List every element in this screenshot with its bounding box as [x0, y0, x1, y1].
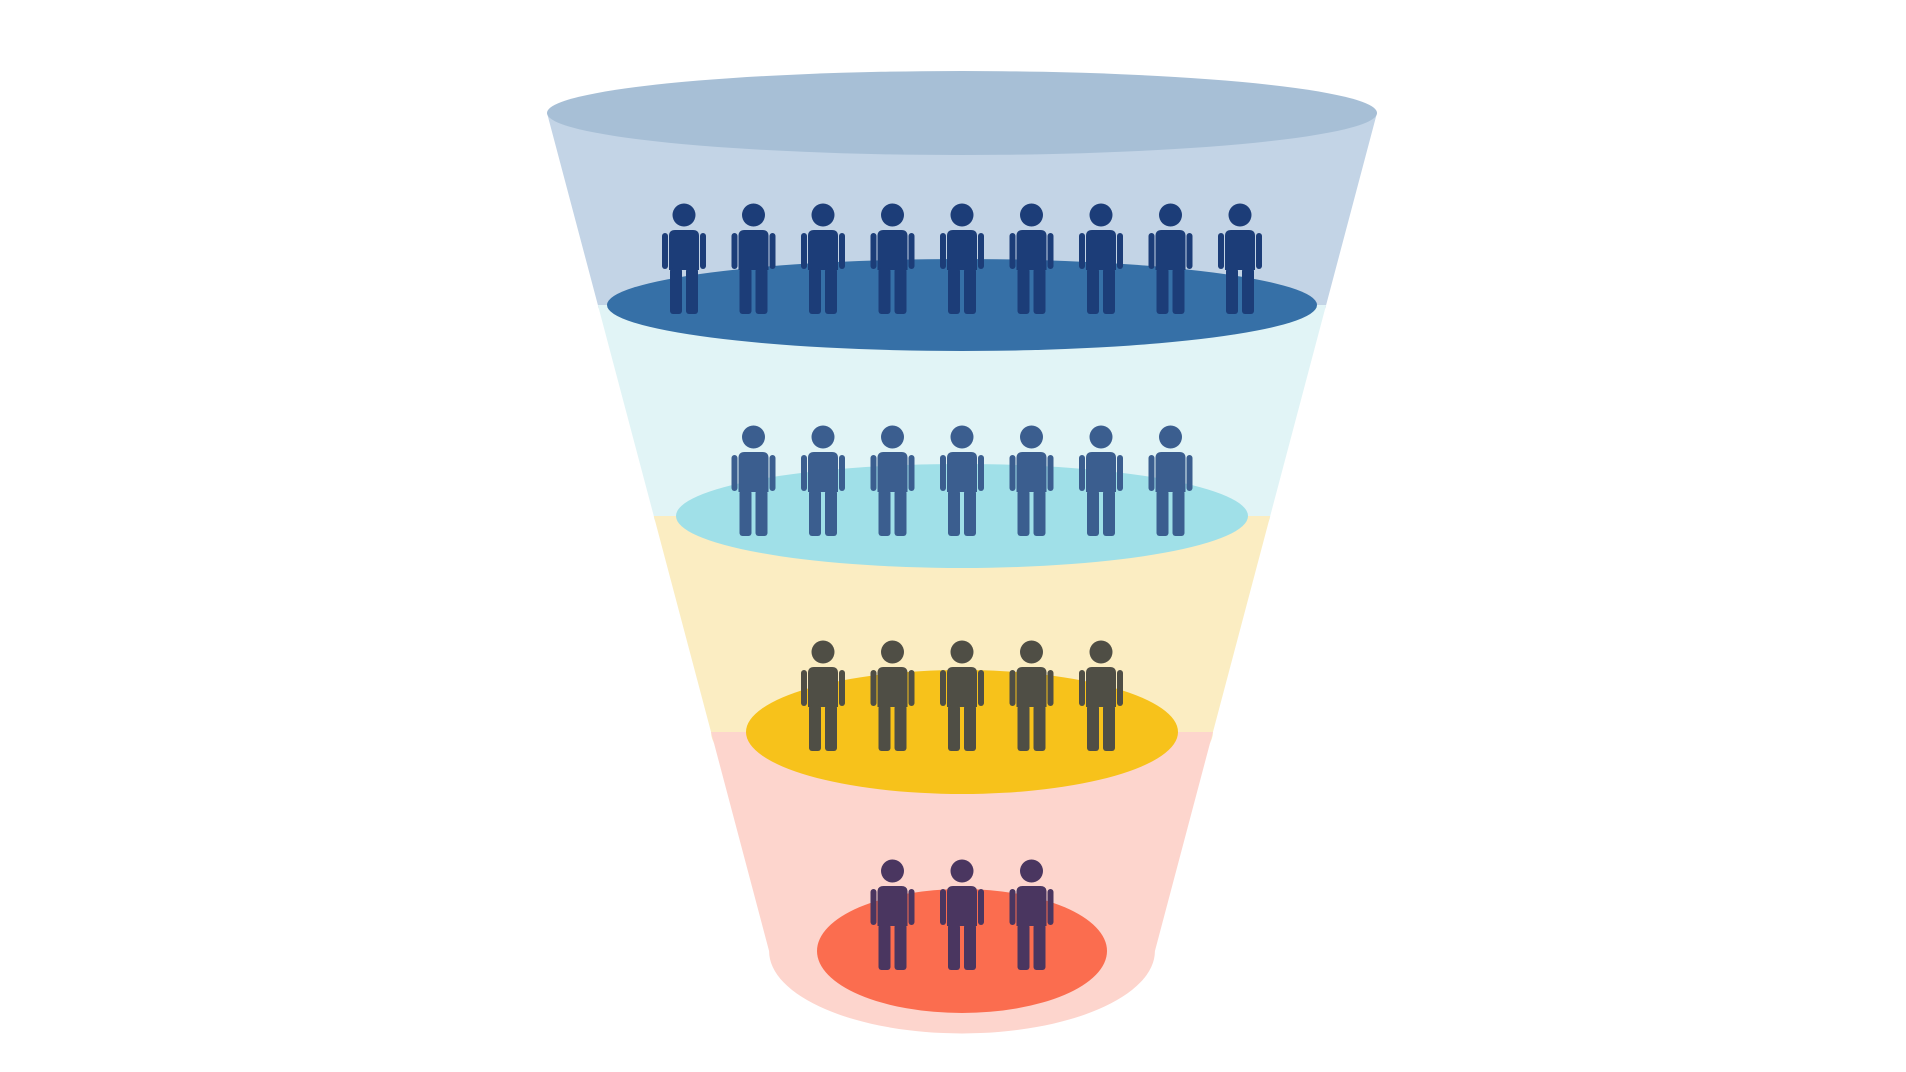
person-icon: [801, 640, 845, 751]
person-icon: [1148, 203, 1193, 314]
person-icon: [731, 425, 776, 536]
person-icon: [1079, 640, 1123, 751]
person-icon: [940, 203, 984, 314]
person-icon: [940, 859, 984, 970]
person-icon: [1079, 203, 1123, 314]
person-icon: [1148, 425, 1193, 536]
person-icon: [731, 203, 776, 314]
people-row-stage-2: [731, 425, 1193, 536]
person-icon: [870, 859, 915, 970]
person-icon: [1009, 425, 1054, 536]
funnel-rim: [547, 71, 1377, 155]
person-icon: [662, 203, 706, 314]
person-icon: [940, 640, 984, 751]
people-row-stage-4: [870, 859, 1054, 970]
person-icon: [801, 425, 845, 536]
stage-disc-3: [746, 670, 1178, 794]
funnel-top-rim: [547, 71, 1377, 155]
person-icon: [870, 640, 915, 751]
person-icon: [1218, 203, 1262, 314]
stage-disc-1: [607, 259, 1317, 351]
person-icon: [1009, 203, 1054, 314]
person-icon: [870, 203, 915, 314]
people-icons: [662, 203, 1262, 970]
person-icon: [1009, 640, 1054, 751]
person-icon: [1009, 859, 1054, 970]
people-row-stage-1: [662, 203, 1262, 314]
person-icon: [940, 425, 984, 536]
people-row-stage-3: [801, 640, 1123, 751]
person-icon: [870, 425, 915, 536]
person-icon: [801, 203, 845, 314]
person-icon: [1079, 425, 1123, 536]
